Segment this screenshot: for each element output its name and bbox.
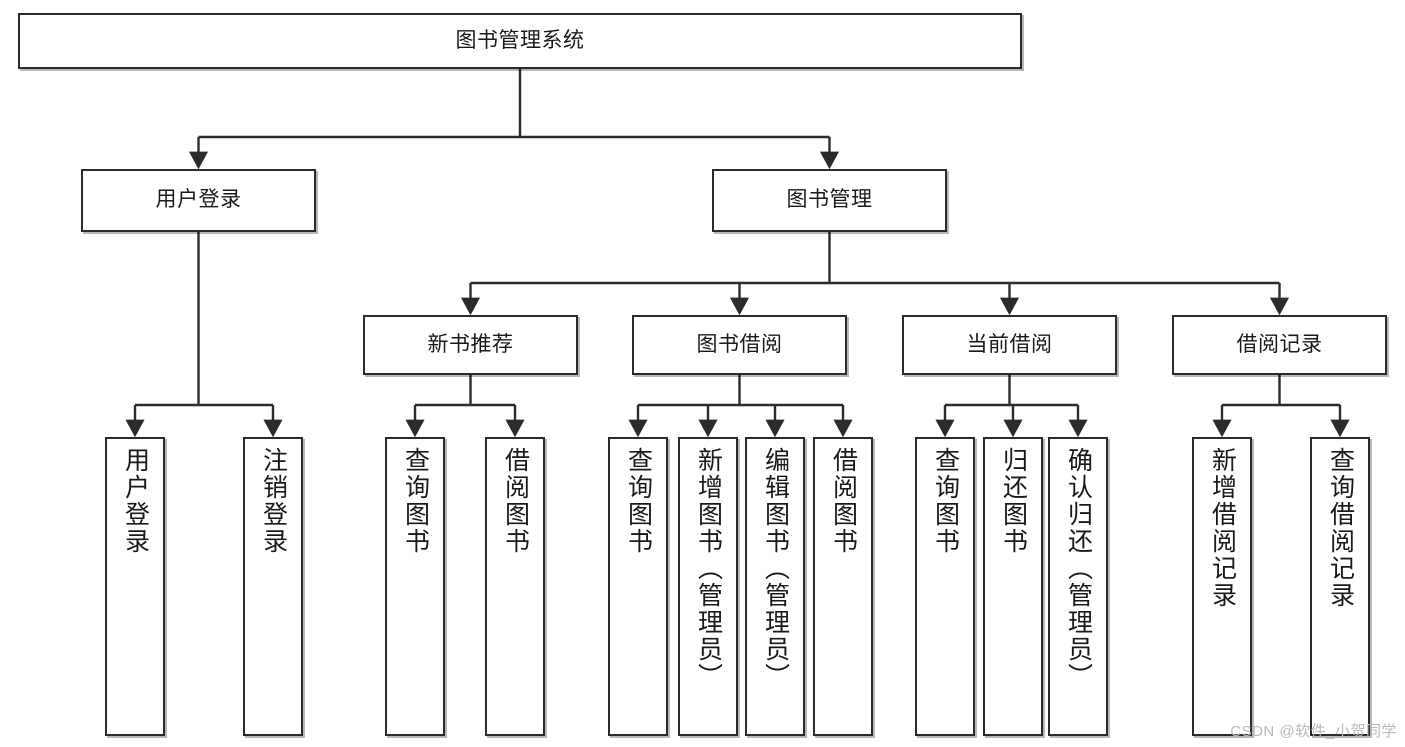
node-label: 图书管理系统 <box>455 28 585 52</box>
node-label: 新增图书（管理员） <box>694 447 723 690</box>
node-leaf-edit-book[interactable]: 编辑图书（管理员） <box>745 437 805 736</box>
node-book-borrow[interactable]: 图书借阅 <box>632 315 847 375</box>
node-label: 新增借阅记录 <box>1208 447 1237 609</box>
node-label: 查询图书 <box>401 447 430 555</box>
node-book-manage[interactable]: 图书管理 <box>712 169 947 232</box>
node-leaf-query-book-3[interactable]: 查询图书 <box>915 437 975 736</box>
node-label: 图书管理 <box>786 188 873 212</box>
node-borrow-record[interactable]: 借阅记录 <box>1172 315 1387 375</box>
watermark-label: CSDN @软件_小贺同学 <box>1230 723 1397 740</box>
node-leaf-confirm-return[interactable]: 确认归还（管理员） <box>1048 437 1108 736</box>
node-leaf-query-record[interactable]: 查询借阅记录 <box>1310 437 1370 736</box>
node-leaf-user-login[interactable]: 用户登录 <box>105 437 165 736</box>
node-label: 查询图书 <box>931 447 960 555</box>
node-label: 用户登录 <box>121 447 150 555</box>
node-user-login[interactable]: 用户登录 <box>81 169 316 232</box>
node-label: 注销登录 <box>259 447 288 555</box>
node-current-borrow[interactable]: 当前借阅 <box>902 315 1117 375</box>
node-label: 确认归还（管理员） <box>1064 447 1093 690</box>
node-new-book-recommend[interactable]: 新书推荐 <box>363 315 578 375</box>
node-leaf-query-book-2[interactable]: 查询图书 <box>608 437 668 736</box>
node-leaf-query-book-1[interactable]: 查询图书 <box>385 437 445 736</box>
node-label: 查询图书 <box>624 447 653 555</box>
node-label: 借阅图书 <box>501 447 530 555</box>
node-label: 用户登录 <box>155 188 242 212</box>
node-label: 查询借阅记录 <box>1326 447 1355 609</box>
node-label: 新书推荐 <box>427 332 514 356</box>
node-leaf-logout[interactable]: 注销登录 <box>243 437 303 736</box>
node-leaf-borrow-book-1[interactable]: 借阅图书 <box>485 437 545 736</box>
node-label: 借阅记录 <box>1236 332 1323 356</box>
node-root[interactable]: 图书管理系统 <box>18 13 1022 69</box>
node-leaf-add-record[interactable]: 新增借阅记录 <box>1192 437 1252 736</box>
node-label: 借阅图书 <box>829 447 858 555</box>
node-label: 编辑图书（管理员） <box>761 447 790 690</box>
node-label: 当前借阅 <box>966 332 1053 356</box>
node-label: 归还图书 <box>999 447 1028 555</box>
node-leaf-return-book[interactable]: 归还图书 <box>983 437 1043 736</box>
node-leaf-borrow-book-2[interactable]: 借阅图书 <box>813 437 873 736</box>
node-leaf-add-book[interactable]: 新增图书（管理员） <box>678 437 738 736</box>
node-label: 图书借阅 <box>696 332 783 356</box>
